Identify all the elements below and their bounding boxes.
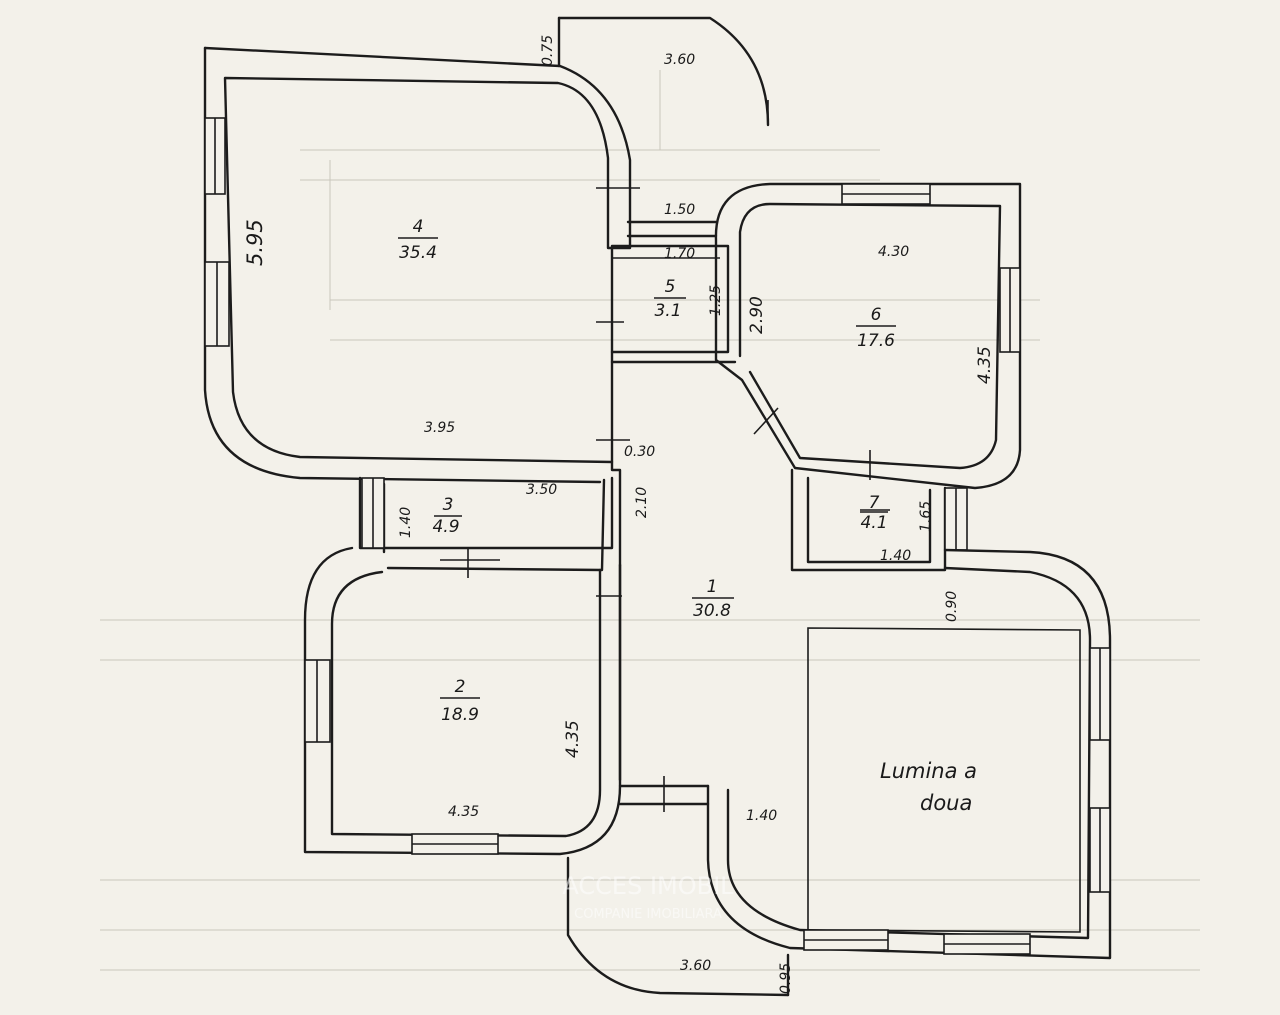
dim-hall-gap: 0.30 [624, 444, 655, 460]
room-5-area: 3.1 [654, 301, 681, 321]
dim-corridor-width-a: 1.50 [664, 202, 695, 218]
room-5-label: 5 3.1 [654, 277, 686, 321]
room-6-label: 6 17.6 [856, 305, 896, 351]
room-1-label: 1 30.8 [692, 577, 734, 621]
dim-room6-width: 4.30 [878, 244, 909, 260]
dim-right-gap: 0.90 [944, 591, 960, 622]
dim-room4-width: 3.95 [424, 420, 455, 436]
corridor-top [626, 220, 718, 238]
room-7-area: 4.1 [860, 513, 887, 533]
room-6-area: 17.6 [857, 331, 895, 351]
dim-room6-diag: 2.90 [747, 296, 767, 334]
room-7-number: 7 [869, 493, 880, 513]
dim-room5-height: 1.25 [708, 285, 724, 316]
dim-bottom-balcony-height: 0.95 [778, 963, 794, 994]
watermark: ACCES IMOBIL COMPANIE IMOBILIARA [562, 872, 734, 922]
room-2-area: 18.9 [441, 705, 479, 725]
dim-room2-width: 4.35 [448, 804, 479, 820]
dim-room6-height: 4.35 [975, 346, 995, 384]
room-2-label: 2 18.9 [440, 677, 480, 725]
dim-corridor-width-b: 1.70 [664, 246, 695, 262]
room-3-label: 3 4.9 [432, 495, 462, 537]
lower-passage [618, 776, 710, 812]
room-3-walls [358, 476, 614, 578]
hall-walls [596, 350, 737, 782]
room-4-area: 35.4 [399, 243, 437, 263]
top-balcony [557, 16, 770, 127]
dim-hall-height: 2.10 [634, 487, 650, 518]
room-6-walls [714, 182, 1022, 490]
room-2-walls [303, 546, 622, 856]
second-light-line2: doua [920, 791, 972, 815]
room-2-number: 2 [455, 677, 466, 697]
room-3-area: 4.9 [432, 517, 459, 537]
dim-bottom-balcony-width: 3.60 [680, 958, 711, 974]
dim-room3-width: 3.50 [526, 482, 557, 498]
dim-lower-gap: 1.40 [746, 808, 777, 824]
second-light-line1: Lumina a [880, 759, 977, 783]
room-4-label: 4 35.4 [398, 217, 438, 263]
room-3-number: 3 [443, 495, 454, 515]
room-7-label: 7 4.1 [860, 493, 888, 533]
dim-room3-height: 1.40 [398, 507, 414, 538]
dim-room7-width: 1.40 [880, 548, 911, 564]
room-4-walls [203, 46, 640, 484]
room-1-area: 30.8 [693, 601, 731, 621]
room-6-number: 6 [871, 305, 882, 325]
room-5-walls [610, 244, 730, 354]
dim-top-balcony-height: 0.75 [540, 35, 556, 66]
watermark-brand: ACCES IMOBIL [562, 872, 734, 900]
dim-room4-height: 5.95 [243, 219, 267, 266]
room-7-walls [790, 468, 968, 572]
dim-top-balcony-width: 3.60 [664, 52, 695, 68]
room-1-number: 1 [707, 577, 718, 597]
watermark-tagline: COMPANIE IMOBILIARA [574, 907, 722, 922]
dim-room7-height: 1.65 [918, 501, 934, 532]
second-light-label: Lumina a doua [880, 759, 977, 815]
background-table-ghost [100, 70, 1200, 971]
double-height-area [706, 548, 1112, 960]
dim-room2-height: 4.35 [563, 720, 583, 758]
room-4-number: 4 [413, 217, 424, 237]
room-5-number: 5 [665, 277, 676, 297]
bottom-balcony [566, 856, 790, 997]
dimension-labels: 0.75 3.60 5.95 3.95 1.50 1.70 1.25 4.30 … [243, 35, 995, 994]
